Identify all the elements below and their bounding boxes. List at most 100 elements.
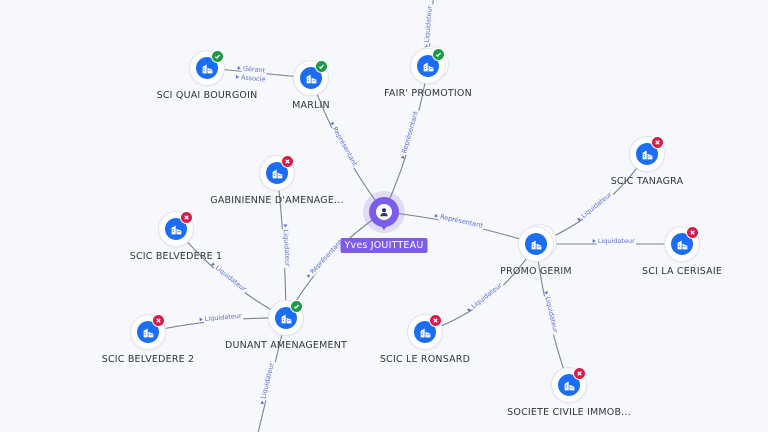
edge-label-group: Liquidateur [543, 291, 560, 335]
edge-label: Liquidateur [282, 229, 292, 267]
edge-arrow [283, 224, 288, 228]
edge-arrow [400, 155, 405, 159]
building-icon [414, 321, 436, 343]
building-icon [525, 233, 547, 255]
edge-label-bg [578, 189, 615, 221]
person-label: Yves JOUITTEAU [340, 238, 428, 253]
edge-label: Liquidateur [214, 264, 248, 293]
company-label: SCIC TANAGRA [610, 176, 684, 187]
company-circle[interactable] [190, 50, 224, 85]
company-label: SCIC LE RONSARD [379, 354, 471, 365]
edge-label-bg [212, 263, 249, 294]
company-label: MARLIN [292, 100, 330, 111]
edge-label-group: Représentant [399, 108, 421, 159]
edge-label-group: Liquidateur [576, 189, 615, 222]
edge-arrow [544, 291, 549, 295]
edge-arrow [592, 239, 596, 243]
edge-arrow [576, 218, 581, 222]
company-label: SCIC BELVEDERE 2 [101, 354, 195, 365]
edge-label: Liquidateur [580, 190, 614, 220]
building-icon [558, 374, 580, 396]
edge-label: Représentant [400, 110, 420, 155]
person-icon [376, 204, 392, 220]
edge-label-group: Représentant [306, 237, 345, 279]
company-circle[interactable] [131, 314, 165, 349]
building-icon [266, 162, 288, 184]
edge-arrow [434, 213, 438, 218]
edge-label-bg [543, 294, 560, 335]
edge-label-group: Gérant [237, 64, 268, 75]
edge-promo-gerim-scic-tanagra [535, 153, 648, 245]
edge-arrow [235, 74, 240, 79]
building-icon [137, 321, 159, 343]
company-label: GABINIENNE D'AMENAGE... [210, 195, 344, 206]
building-icon [417, 55, 439, 77]
company-label: FAIR' PROMOTION [384, 88, 472, 99]
company-circle[interactable] [260, 155, 294, 190]
edge-label-bg [307, 237, 345, 277]
edge-arrow [260, 400, 264, 405]
building-icon [300, 67, 322, 89]
edge-arrow [237, 65, 241, 70]
edge-label-bg [259, 360, 277, 401]
company-label: SCI QUAI BOURGOIN [156, 90, 258, 101]
edge-label: Représentant [331, 125, 359, 167]
edge-label: Liquidateur [470, 281, 504, 310]
edge-label-group: Liquidateur [592, 237, 637, 245]
company-circle[interactable] [519, 227, 553, 261]
company-circle[interactable] [159, 211, 193, 246]
edge-label-group: Liquidateur [259, 360, 277, 405]
edge-arrow [306, 274, 310, 279]
company-circle[interactable] [630, 136, 664, 171]
cross-icon [573, 367, 586, 380]
edge-label: Liquidateur [543, 296, 559, 334]
company-circle[interactable] [552, 367, 586, 402]
building-icon [165, 218, 187, 240]
edge-label: Liquidateur [598, 237, 635, 245]
edge-label-bg [422, 3, 434, 44]
edge-label: Liquidateur [423, 5, 434, 43]
edge-label: Gérant [243, 64, 266, 74]
edge-label-group: Associé [235, 73, 267, 84]
edge-label-bg [239, 73, 267, 84]
cross-icon [152, 314, 165, 327]
edge-label-bg [468, 280, 505, 312]
building-icon [275, 307, 297, 329]
company-circle[interactable] [411, 48, 445, 83]
company-label: SOCIETE CIVILE IMMOB... [507, 407, 631, 418]
edge-label: Liquidateur [259, 362, 276, 400]
building-icon [636, 143, 658, 165]
edge-label-group: Liquidateur [210, 262, 249, 294]
edge-arrow [424, 44, 429, 48]
company-label: PROMO GERIM [500, 266, 572, 277]
edge-label: Représentant [439, 213, 484, 230]
building-icon [671, 233, 693, 255]
edge-label-group: Représentant [434, 212, 486, 230]
edge-label: Représentant [308, 238, 344, 276]
edge-label-bg [241, 64, 268, 75]
edge-arrow [210, 262, 215, 266]
company-label: DUNANT AMENAGEMENT [224, 340, 348, 351]
check-icon [315, 60, 328, 73]
person-pin[interactable] [369, 197, 399, 230]
company-label: SCIC BELVEDERE 1 [129, 251, 223, 262]
edge-label-group: Liquidateur [281, 224, 292, 269]
edge-label-bg [596, 237, 637, 245]
company-circle[interactable] [408, 314, 442, 349]
company-circle[interactable] [294, 60, 328, 95]
company-circle[interactable] [269, 300, 303, 335]
edge-label-bg [203, 311, 244, 324]
cross-icon [429, 314, 442, 327]
check-icon [211, 50, 224, 63]
check-icon [290, 300, 303, 313]
company-circle[interactable] [665, 226, 699, 261]
edge-label-group: Représentant [330, 121, 360, 169]
edge-label-group: Liquidateur [422, 3, 434, 48]
building-icon [196, 57, 218, 79]
edge-arrow [330, 121, 334, 126]
edge-label: Liquidateur [204, 312, 242, 323]
edge-label-group: Liquidateur [199, 311, 244, 324]
edge-label: Associé [241, 73, 266, 83]
cross-icon [686, 226, 699, 239]
